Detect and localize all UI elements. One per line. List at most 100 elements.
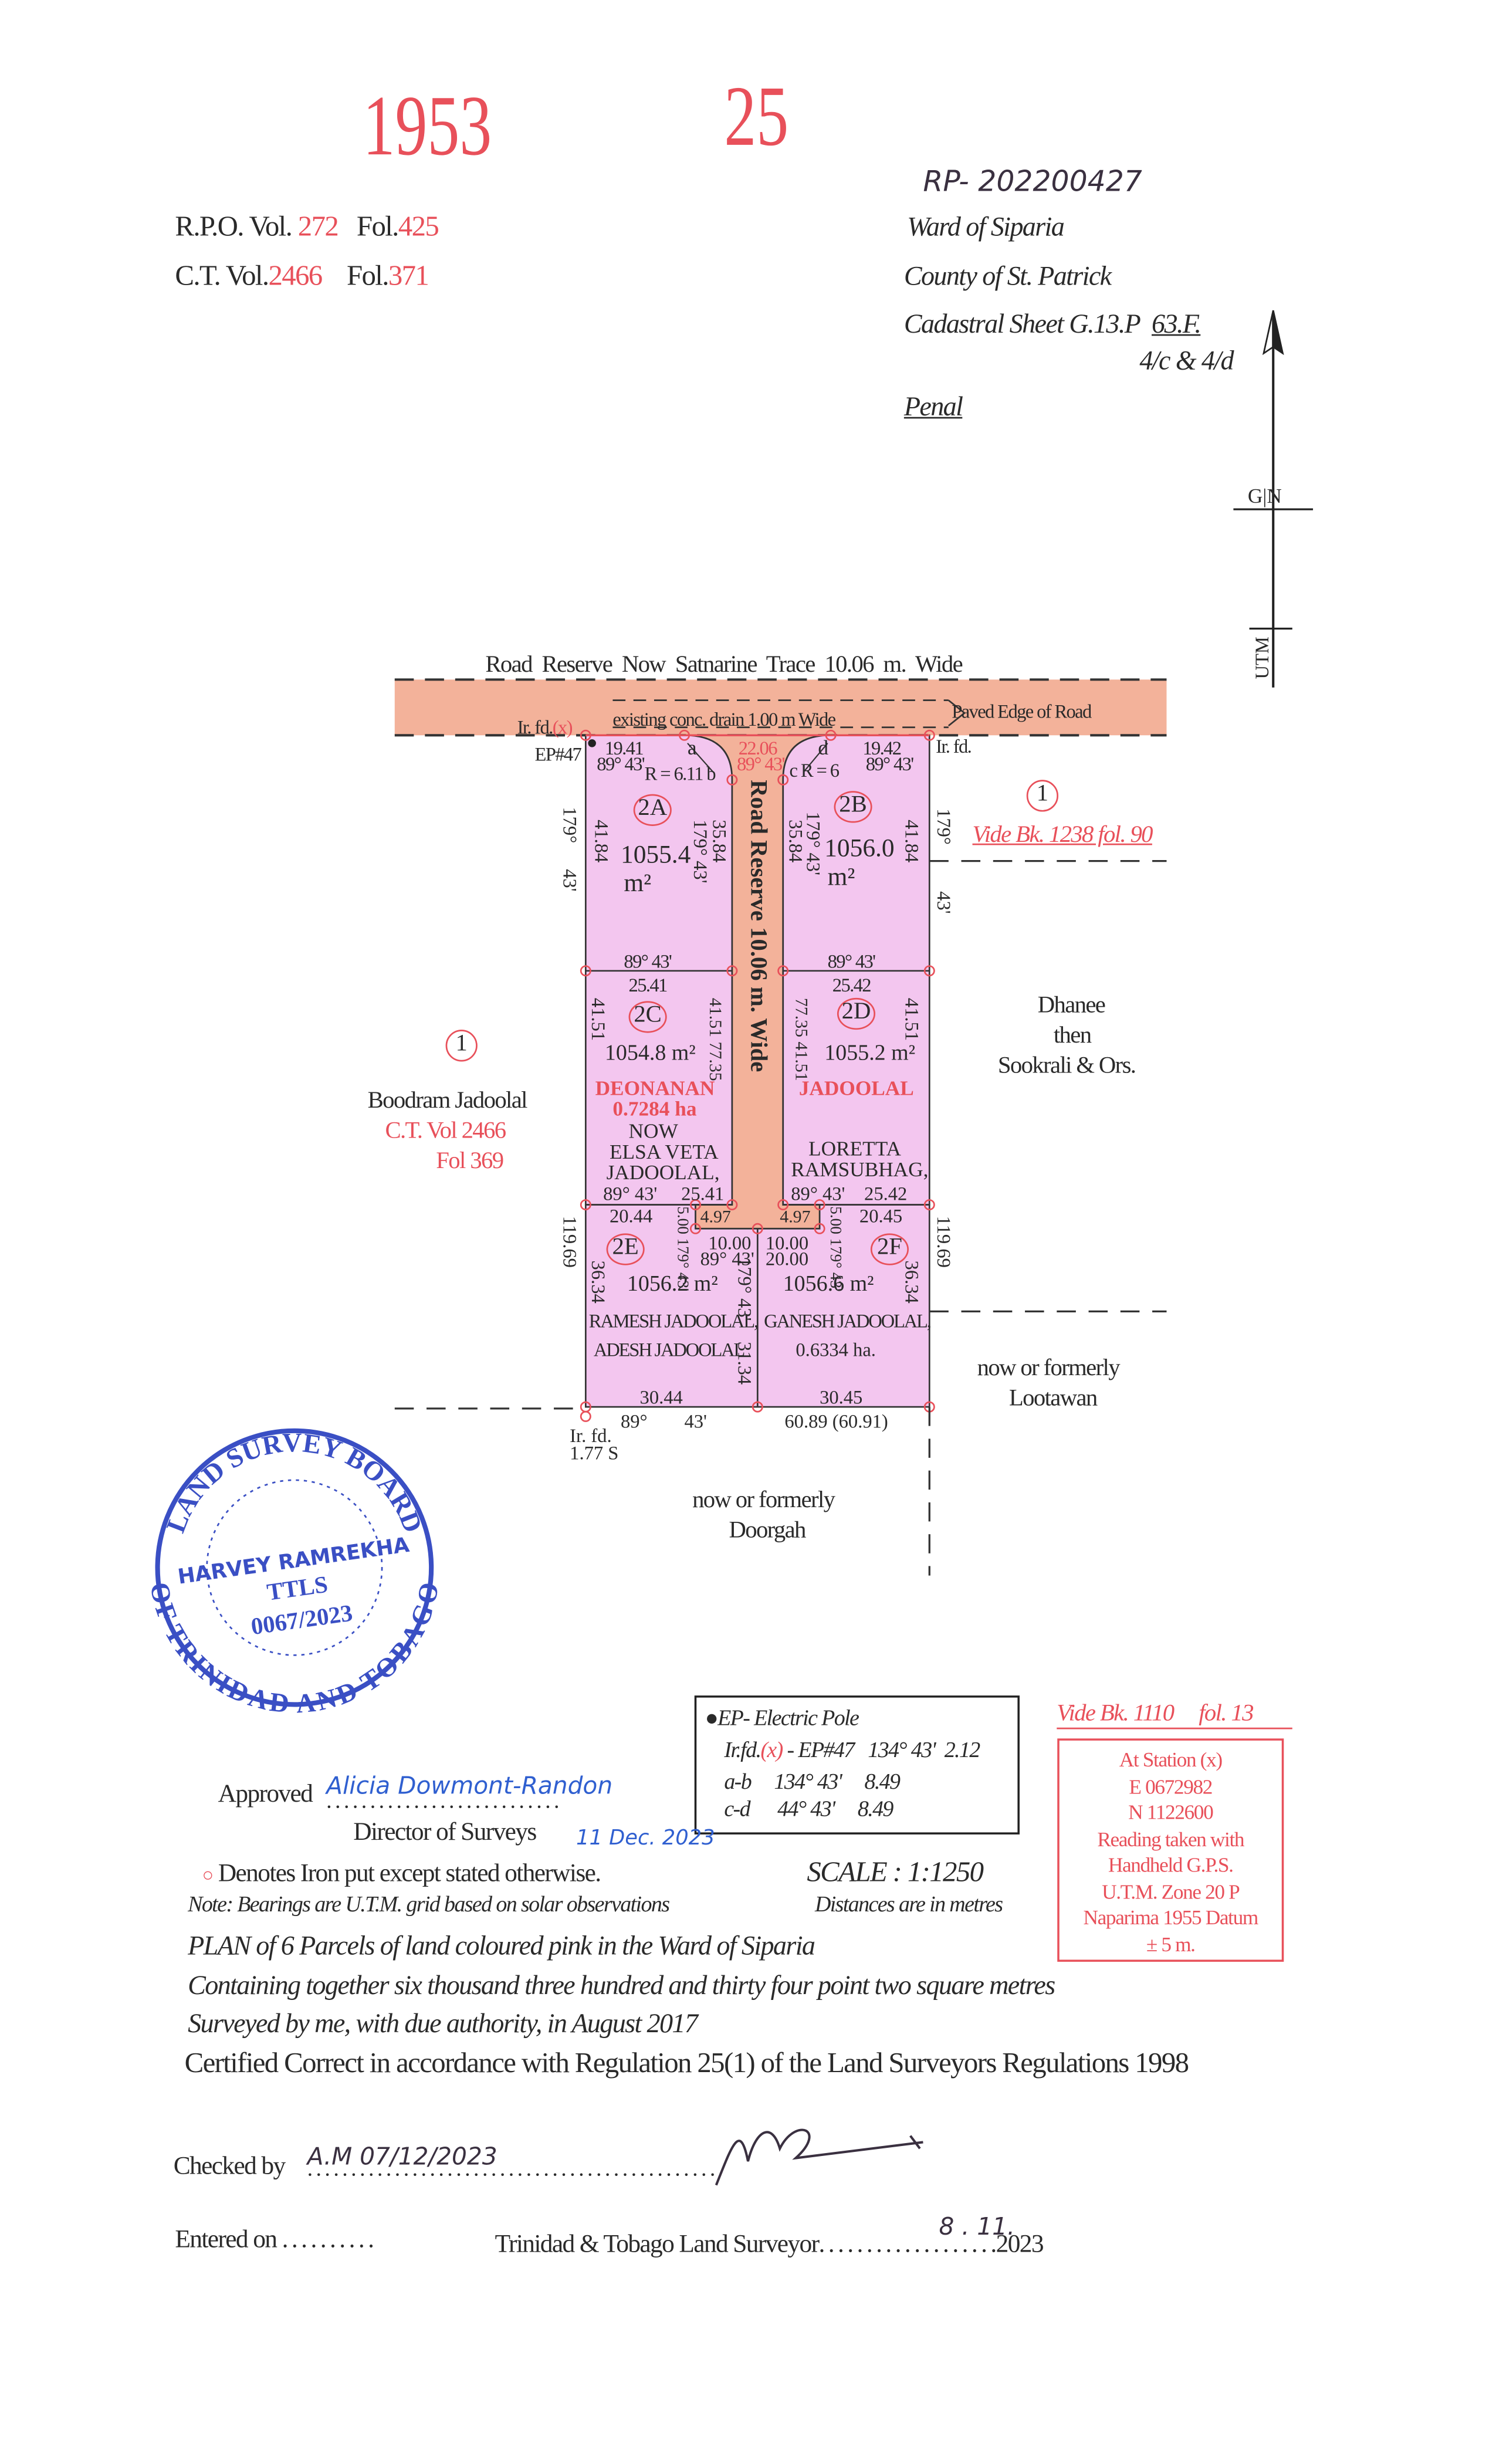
record-page: 25 bbox=[724, 68, 789, 164]
area-unit: m² bbox=[827, 864, 855, 892]
rpo-reference: R.P.O. Vol. 272 Fol.425 bbox=[175, 210, 439, 242]
parcel-id-2A: 2A bbox=[633, 794, 672, 826]
director-signature: Alicia Dowmont-Randon bbox=[326, 1771, 613, 1800]
electric-pole-icon bbox=[588, 739, 596, 747]
neighbour-name: Sookrali & Ors. bbox=[997, 1053, 1136, 1079]
station-line: ± 5 m. bbox=[1146, 1931, 1196, 1955]
point-label: d bbox=[818, 735, 829, 760]
bearing-label: 89° bbox=[620, 1410, 648, 1433]
signature-line: ........................................… bbox=[307, 2158, 719, 2182]
bearing-label: 43' bbox=[932, 891, 955, 914]
owner-name: ADESH JADOOLAL bbox=[593, 1338, 745, 1361]
dim-label: 41.51 bbox=[587, 997, 610, 1041]
station-line: Handheld G.P.S. bbox=[1108, 1852, 1234, 1877]
parcel-area: 1056.2 m² bbox=[627, 1273, 718, 1297]
road-reserve-strip bbox=[684, 734, 831, 1230]
iron-found-right: Ir. fd. bbox=[936, 735, 972, 758]
station-line: Reading taken with bbox=[1097, 1826, 1244, 1850]
dim-label: 41.51 77.35 bbox=[705, 997, 725, 1081]
offset-label: 1.77 S bbox=[570, 1441, 619, 1464]
scale: SCALE : 1:1250 bbox=[807, 1856, 984, 1888]
surveyor-date: 8 . 11. bbox=[939, 2212, 1015, 2241]
legend-electric-pole: ●EP- Electric Pole bbox=[705, 1707, 859, 1732]
bearings-note: Note: Bearings are U.T.M. grid based on … bbox=[188, 1894, 670, 1918]
owner-name: JADOOLAL, bbox=[606, 1160, 720, 1184]
bearing-label: 89° 43' bbox=[827, 950, 876, 973]
ward: Ward of Siparia bbox=[907, 211, 1065, 242]
owner-area: 0.7284 ha bbox=[612, 1096, 697, 1121]
checked-by-value: A.M 07/12/2023 bbox=[307, 2142, 497, 2171]
parcel-id-2E: 2E bbox=[606, 1233, 645, 1265]
approved-label: Approved bbox=[218, 1781, 313, 1808]
legend-box bbox=[694, 1695, 1020, 1835]
road-reserve-band bbox=[394, 679, 1167, 736]
neighbour-east-number: 1 bbox=[1026, 780, 1059, 812]
svg-text:LAND SURVEY BOARD: LAND SURVEY BOARD bbox=[160, 1427, 428, 1536]
dim-label: 10.00 bbox=[708, 1231, 752, 1254]
road-reserve-label: Road Reserve 10.06 m. Wide bbox=[744, 780, 770, 1072]
radius-label: R = 6.11 b bbox=[644, 762, 716, 785]
neighbour-name: Boodram Jadoolal bbox=[367, 1088, 528, 1114]
parcel-area: 1055.2 m² bbox=[824, 1042, 916, 1067]
gps-station-box bbox=[1057, 1738, 1284, 1962]
station-line: Naparima 1955 Datum bbox=[1083, 1905, 1259, 1929]
station-line: At Station (x) bbox=[1119, 1747, 1223, 1772]
dim-label: 30.45 bbox=[820, 1386, 863, 1409]
area-unit: m² bbox=[624, 870, 652, 898]
record-number: 1953 bbox=[363, 77, 492, 174]
neighbour-name: now or formerly bbox=[977, 1356, 1121, 1382]
neighbour-vide: Vide Bk. 1238 fol. 90 bbox=[972, 823, 1153, 848]
bearing-label: 89° 43' bbox=[603, 1182, 658, 1205]
radius-label: c R = 6 bbox=[789, 759, 840, 781]
dim-label: 35.84 bbox=[784, 820, 807, 863]
dim-label: 36.34 bbox=[587, 1260, 610, 1304]
iron-found-label: Ir. fd. bbox=[570, 1424, 612, 1447]
road-top-dist: 22.06 bbox=[738, 737, 778, 760]
dim-label: 31.34 bbox=[733, 1341, 756, 1385]
cadastral-sub: 4/c & 4/d bbox=[1139, 345, 1234, 376]
owner-name: RAMESH JADOOLAL, bbox=[588, 1309, 759, 1332]
owner-label: NOW bbox=[628, 1119, 678, 1143]
legend-row: c-d 44° 43' 8.49 bbox=[724, 1798, 893, 1823]
station-line: U.T.M. Zone 20 P bbox=[1102, 1879, 1240, 1903]
land-survey-board-stamp: LAND SURVEY BOARD OF TRINIDAD AND TOBAGO… bbox=[144, 1427, 444, 1719]
paved-edge-label: Paved Edge of Road bbox=[952, 700, 1092, 723]
cadastral-sheet: Cadastral Sheet G.13.P 63.F. bbox=[903, 309, 1201, 339]
dim-label: 25.42 bbox=[864, 1182, 908, 1205]
certification: Certified Correct in accordance with Reg… bbox=[184, 2046, 1189, 2079]
parcel-area: 1056.6 m² bbox=[783, 1273, 874, 1297]
ep-label: EP#47 bbox=[534, 743, 582, 766]
distances-note: Distances are in metres bbox=[814, 1894, 1003, 1918]
stamp-title: TTLS bbox=[265, 1571, 329, 1606]
plan-description: PLAN of 6 Parcels of land coloured pink … bbox=[188, 1930, 815, 1961]
owner-area: 0.6334 ha. bbox=[796, 1338, 876, 1361]
station-line: N 1122600 bbox=[1128, 1800, 1214, 1824]
arrow-icon bbox=[947, 699, 966, 727]
dim-label: 25.42 bbox=[832, 974, 872, 997]
district: Penal bbox=[903, 391, 963, 422]
parcel-area: 1054.8 m² bbox=[604, 1042, 696, 1067]
bearing-label: 43' bbox=[559, 869, 581, 892]
neighbour-name: Dhanee bbox=[1037, 993, 1106, 1019]
station-line: E 0672982 bbox=[1129, 1773, 1213, 1798]
signature-line: ........................... bbox=[326, 1790, 563, 1815]
surveyor-signature bbox=[715, 2128, 923, 2186]
dim-label: 41.84 bbox=[590, 820, 613, 863]
county: County of St. Patrick bbox=[903, 260, 1112, 292]
parcel-area: 1055.4 bbox=[620, 842, 691, 869]
parcel-id-2C: 2C bbox=[628, 1001, 667, 1033]
bearing-label: 179° 43' bbox=[689, 820, 712, 884]
iron-found-x: Ir. fd.(x) bbox=[517, 716, 573, 739]
road-title: Road Reserve Now Satnarine Trace 10.06 m… bbox=[485, 652, 963, 678]
parcel-id-2F: 2F bbox=[870, 1233, 909, 1265]
parcel-id-2D: 2D bbox=[837, 997, 876, 1030]
reference-number: RP- 202200427 bbox=[923, 165, 1142, 199]
dim-label: 5.00 179° 43' bbox=[673, 1206, 691, 1291]
area-description: Containing together six thousand three h… bbox=[188, 1970, 1055, 2001]
neighbour-west-number: 1 bbox=[445, 1030, 478, 1062]
owner-name: LORETTA bbox=[808, 1136, 901, 1160]
bearing-label: 89° 43' bbox=[597, 753, 645, 776]
neighbour-name: Doorgah bbox=[729, 1518, 806, 1544]
dim-label: 10.00 bbox=[765, 1231, 809, 1254]
bearing-label: 89° 43' bbox=[624, 950, 672, 973]
